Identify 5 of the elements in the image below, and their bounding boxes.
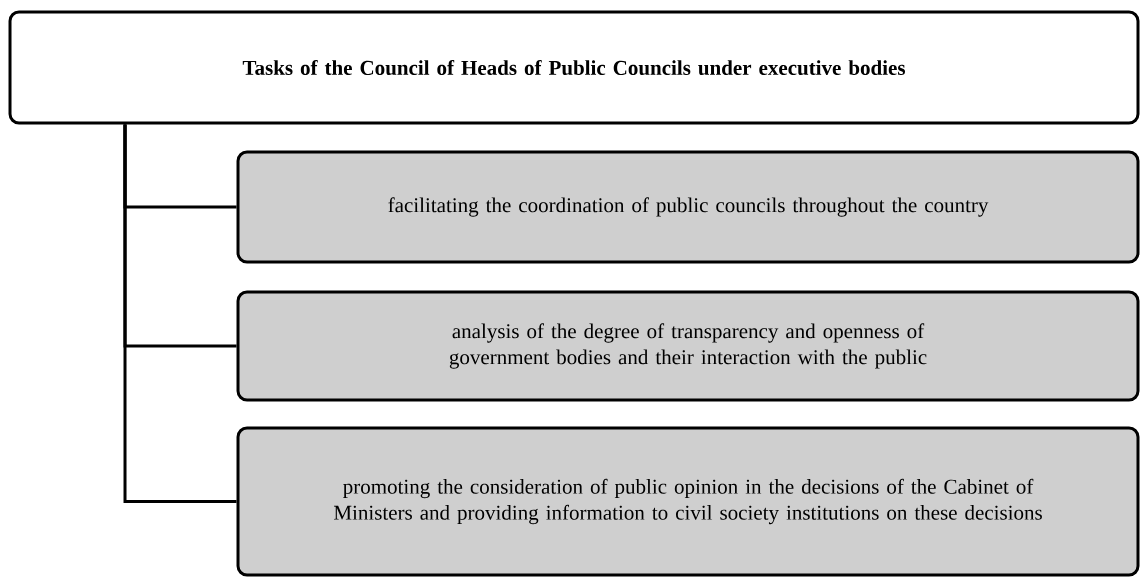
task-box: facilitating the coordination of public councils throughout the country <box>236 150 1140 264</box>
title-box: Tasks of the Council of Heads of Public Councils under executive bodies <box>8 10 1140 125</box>
task-box: analysis of the degree of transparency and openness of government bodies and their interaction with the public <box>236 290 1140 402</box>
connector-line <box>123 124 237 503</box>
task-box: promoting the consideration of public opinion in the decisions of the Cabinet of Ministers and providing information to civil society institutions on these decisions <box>236 426 1140 577</box>
